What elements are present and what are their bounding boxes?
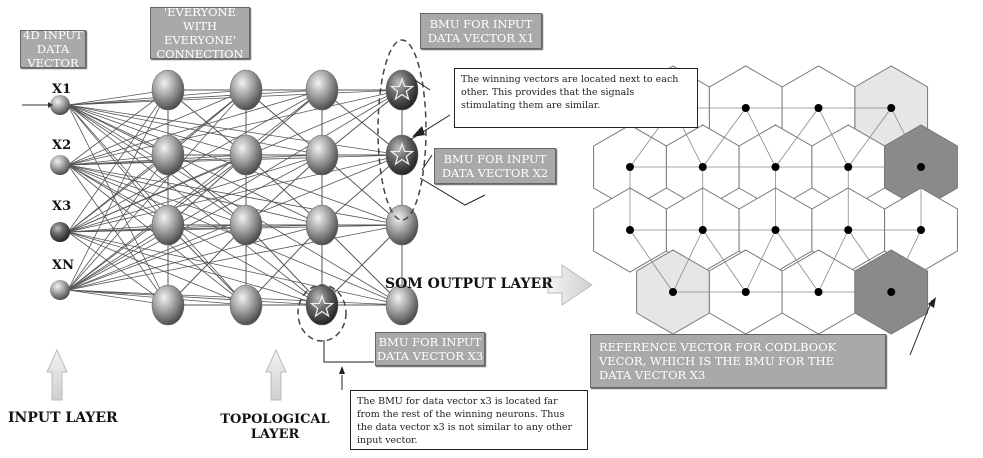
neuron	[385, 204, 419, 246]
bmu-x1-line2: DATA VECTOR X1	[427, 31, 535, 45]
everyone-line1: 'EVERYONE WITH	[163, 5, 237, 33]
neuron	[229, 69, 263, 111]
bmu-neuron	[385, 134, 419, 176]
neuron	[229, 284, 263, 326]
neuron	[151, 284, 185, 326]
input-label-xn: XN	[52, 258, 74, 273]
som-node	[887, 288, 896, 296]
reference-vector-line3: DATA VECTOR X3	[599, 368, 706, 382]
bmu-x3-label: BMU FOR INPUT DATA VECTOR X3	[375, 332, 485, 366]
bmu-x2-line2: DATA VECTOR X2	[441, 166, 549, 180]
som-node	[698, 226, 707, 234]
reference-vector-line2: VECOR, WHICH IS THE BMU FOR THE	[599, 354, 834, 368]
bmu-x3-note-text: The BMU for data vector x3 is located fa…	[357, 396, 573, 446]
neuron	[305, 134, 339, 176]
som-node	[844, 163, 853, 171]
som-node	[741, 104, 750, 112]
reference-vector-label: REFERENCE VECTOR FOR CODLBOOK VECOR, WHI…	[590, 334, 886, 388]
som-node	[626, 226, 634, 234]
som-node	[669, 288, 677, 296]
som-node	[741, 288, 750, 296]
everyone-line3: CONNECTION	[156, 47, 244, 61]
input-label-x3: X3	[52, 199, 72, 214]
reference-vector-line1: REFERENCE VECTOR FOR CODLBOOK	[599, 340, 837, 354]
everyone-connection-label: 'EVERYONE WITH EVERYONE' CONNECTION	[150, 5, 250, 61]
arrow-icon	[48, 102, 53, 108]
grid-lines	[167, 89, 403, 306]
input-node-x2	[50, 155, 70, 175]
som-node	[844, 226, 853, 234]
neuron	[305, 69, 339, 111]
connection-lines	[67, 89, 403, 306]
input-node-xn	[50, 280, 70, 300]
winning-vectors-note-text: The winning vectors are located next to …	[461, 74, 679, 111]
neuron	[385, 284, 419, 326]
everyone-line2: EVERYONE'	[163, 33, 237, 47]
arrow-icon	[339, 366, 345, 374]
bmu-x3-line2: DATA VECTOR X3	[376, 349, 484, 363]
topological-line1: TOPOLOGICAL	[220, 412, 330, 427]
som-node	[771, 226, 780, 234]
input-node-x1	[50, 95, 70, 115]
input-vector-label-line1: 4D INPUT	[23, 28, 83, 42]
input-label-x2: X2	[52, 138, 72, 153]
bmu-x1-line1: BMU FOR INPUT	[429, 17, 533, 31]
topological-line2: LAYER	[250, 427, 300, 442]
neuron	[305, 204, 339, 246]
bmu-x2-line1: BMU FOR INPUT	[443, 152, 547, 166]
topological-layer-label: TOPOLOGICAL LAYER	[220, 412, 330, 442]
som-node	[626, 163, 634, 171]
bmu-neuron	[305, 284, 339, 326]
som-node	[698, 163, 707, 171]
input-vector-label: 4D INPUT DATA VECTOR	[20, 28, 86, 70]
topological-layer-arrow	[265, 348, 287, 401]
input-nodes	[50, 95, 70, 300]
bmu-x1-label: BMU FOR INPUT DATA VECTOR X1	[420, 13, 542, 49]
som-node	[916, 226, 925, 234]
som-output-map-links	[629, 107, 922, 293]
neuron	[151, 69, 185, 111]
som-output-layer-label: SOM OUTPUT LAYER	[385, 276, 553, 292]
input-layer-label: INPUT LAYER	[8, 410, 118, 426]
input-layer-arrow	[46, 348, 68, 401]
bmu-x3-line1: BMU FOR INPUT	[378, 335, 482, 349]
som-node	[916, 163, 925, 171]
bmu-neuron	[385, 69, 419, 111]
neuron	[229, 204, 263, 246]
arrow-icon	[412, 126, 425, 137]
neuron	[151, 134, 185, 176]
som-node	[771, 163, 780, 171]
som-node	[814, 288, 823, 296]
input-vector-label-line2: DATA VECTOR	[27, 42, 79, 70]
bmu-x3-ellipse	[297, 284, 347, 342]
som-node	[814, 104, 823, 112]
som-output-arrow	[547, 264, 593, 306]
winning-vectors-note: The winning vectors are located next to …	[454, 68, 698, 128]
som-output-map-nodes	[626, 104, 925, 296]
topological-layer-neurons	[151, 69, 419, 326]
bmu-x2-label: BMU FOR INPUT DATA VECTOR X2	[434, 148, 556, 184]
bmu-x3-note: The BMU for data vector x3 is located fa…	[350, 390, 588, 450]
neuron	[229, 134, 263, 176]
neuron	[151, 204, 185, 246]
star-icon	[309, 77, 415, 318]
input-label-x1: X1	[52, 82, 72, 97]
input-node-x3	[50, 222, 70, 242]
arrow-icon	[928, 297, 936, 308]
som-node	[887, 104, 896, 112]
